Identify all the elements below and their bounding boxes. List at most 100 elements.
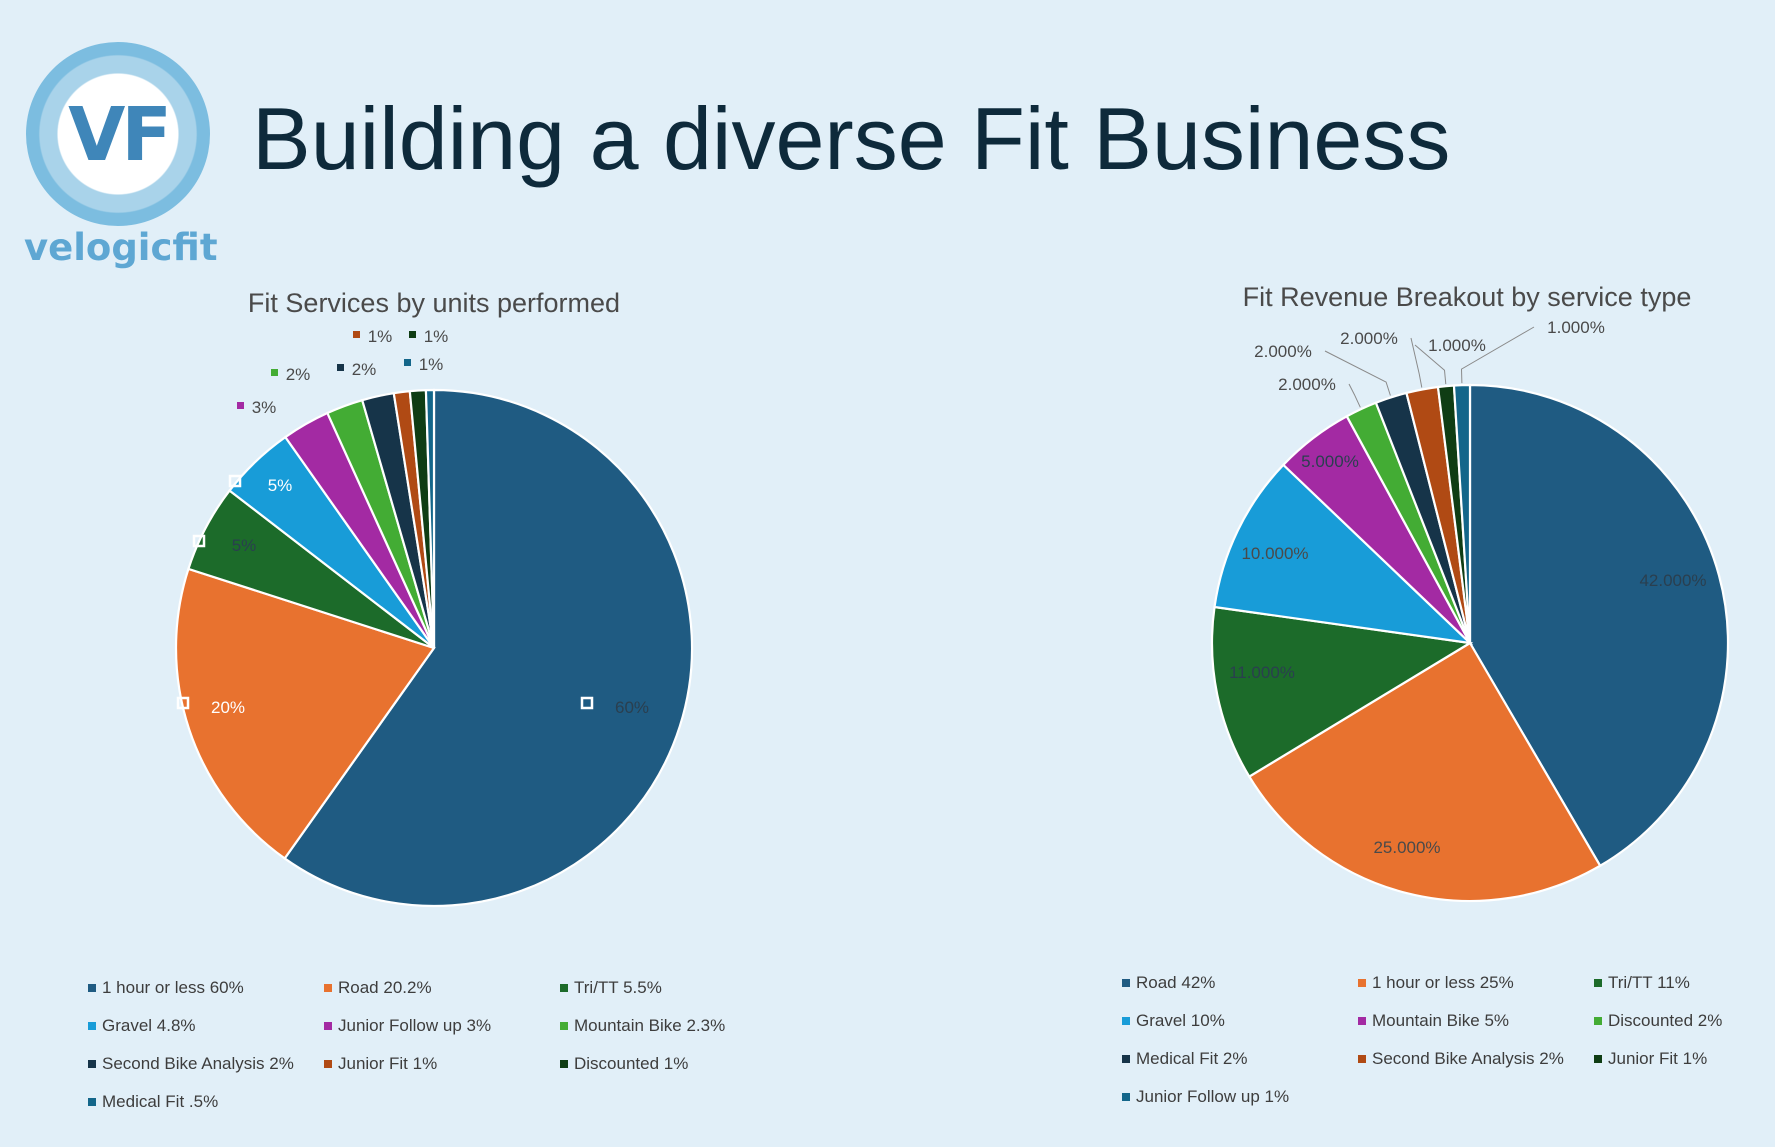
legend-item: Junior Fit 1% — [324, 1052, 560, 1076]
legend-item: Road 20.2% — [324, 976, 560, 1000]
legend-swatch-icon — [1358, 979, 1366, 987]
leader-line — [1348, 383, 1361, 408]
velogicfit-logo: VF velogicfit — [18, 38, 228, 278]
data-label: 2.000% — [1278, 375, 1336, 394]
legend-item: Second Bike Analysis 2% — [1358, 1047, 1594, 1071]
legend-item: Junior Fit 1% — [1594, 1047, 1775, 1071]
leader-line — [1460, 326, 1535, 384]
legend-swatch-icon — [1594, 1055, 1602, 1063]
pie-slice-junior-follow-up — [1452, 383, 1472, 644]
legend-swatch-icon — [88, 1022, 96, 1030]
legend-item: Second Bike Analysis 2% — [88, 1052, 324, 1076]
svg-text:25.000%: 25.000% — [1373, 838, 1440, 857]
data-label: 1% — [404, 355, 443, 374]
legend-swatch-icon — [324, 984, 332, 992]
legend-label: 1 hour or less 25% — [1372, 973, 1514, 992]
legend-item: Road 42% — [1122, 971, 1358, 995]
pie-slice-1-hour-or-less — [1247, 641, 1602, 903]
legend-item: Medical Fit 2% — [1122, 1047, 1358, 1071]
svg-text:2%: 2% — [352, 360, 377, 379]
legend-label: Junior Follow up 3% — [338, 1016, 492, 1035]
legend-swatch-icon — [1594, 979, 1602, 987]
legend-swatch-icon — [1122, 1093, 1130, 1101]
legend-swatch-icon — [1594, 1017, 1602, 1025]
legend-label: Second Bike Analysis 2% — [1372, 1049, 1564, 1068]
data-label: 10.000% — [1241, 544, 1308, 563]
legend-label: Tri/TT 5.5% — [574, 978, 662, 997]
legend-label: Junior Follow up 1% — [1136, 1087, 1290, 1106]
svg-text:2%: 2% — [286, 365, 311, 384]
legend-item: Medical Fit .5% — [88, 1090, 324, 1114]
pie-slice-1-hour-or-less — [283, 388, 694, 908]
legend-item: Discounted 1% — [560, 1052, 796, 1076]
legend-label: Junior Fit 1% — [1608, 1049, 1708, 1068]
pie-slice-road — [174, 567, 436, 860]
label-marker-icon — [409, 331, 416, 338]
legend-label: Gravel 10% — [1136, 1011, 1225, 1030]
svg-text:1%: 1% — [419, 355, 444, 374]
svg-text:2.000%: 2.000% — [1278, 375, 1336, 394]
data-label: 5% — [228, 474, 293, 495]
legend-swatch-icon — [324, 1060, 332, 1068]
svg-text:2.000%: 2.000% — [1340, 329, 1398, 348]
svg-text:60%: 60% — [615, 698, 649, 717]
legend-label: Road 42% — [1136, 973, 1216, 992]
pie-chart-0: Fit Services by units performed60%20%5%5… — [174, 288, 694, 908]
data-label: 1% — [409, 327, 448, 346]
label-marker-icon — [353, 331, 360, 338]
legend-swatch-icon — [1358, 1017, 1366, 1025]
pie-slice-road — [1468, 383, 1730, 868]
svg-text:1.000%: 1.000% — [1428, 336, 1486, 355]
svg-text:11.000%: 11.000% — [1229, 663, 1295, 682]
data-label: 1% — [353, 327, 392, 346]
legend-swatch-icon — [88, 984, 96, 992]
label-marker-icon — [192, 534, 206, 548]
legend-label: Gravel 4.8% — [102, 1016, 196, 1035]
legend-item: Junior Follow up 1% — [1122, 1085, 1358, 1109]
svg-text:5%: 5% — [232, 536, 257, 555]
data-label: 1.000% — [1428, 336, 1486, 355]
svg-text:1%: 1% — [368, 327, 393, 346]
legend-item: Gravel 10% — [1122, 1009, 1358, 1033]
pie-slice-tri-tt — [1210, 605, 1474, 779]
legend-swatch-icon — [560, 1060, 568, 1068]
label-marker-icon — [580, 696, 594, 710]
legend-units: 1 hour or less 60% Road 20.2% Tri/TT 5.5% G… — [88, 976, 796, 1114]
data-label: 2.000% — [1340, 329, 1398, 348]
label-marker-icon — [337, 364, 344, 371]
legend-item: Tri/TT 5.5% — [560, 976, 796, 1000]
svg-text:5%: 5% — [268, 476, 293, 495]
svg-text:2.000%: 2.000% — [1254, 342, 1312, 361]
svg-text:1%: 1% — [424, 327, 449, 346]
svg-text:5.000%: 5.000% — [1301, 452, 1359, 471]
data-label: 60% — [580, 696, 649, 717]
logo-monogram: VF — [68, 92, 172, 178]
label-marker-icon — [228, 474, 242, 488]
legend-item: Discounted 2% — [1594, 1009, 1775, 1033]
legend-item: Gravel 4.8% — [88, 1014, 324, 1038]
logo-wordmark: velogicfit — [24, 226, 218, 269]
logo-circle-icon — [26, 42, 210, 226]
legend-label: 1 hour or less 60% — [102, 978, 244, 997]
legend-item: Junior Follow up 3% — [324, 1014, 560, 1038]
legend-swatch-icon — [560, 1022, 568, 1030]
legend-item: 1 hour or less 60% — [88, 976, 324, 1000]
label-marker-icon — [271, 369, 278, 376]
legend-swatch-icon — [560, 984, 568, 992]
legend-swatch-icon — [1122, 979, 1130, 987]
data-label: 5.000% — [1301, 452, 1359, 471]
legend-swatch-icon — [1122, 1055, 1130, 1063]
legend-revenue: Road 42%1 hour or less 25%Tri/TT 11%Grav… — [1122, 971, 1775, 1109]
svg-text:3%: 3% — [252, 398, 277, 417]
leader-line — [1324, 350, 1391, 396]
leader-line — [1410, 337, 1423, 388]
label-marker-icon — [404, 359, 411, 366]
data-label: 1.000% — [1547, 318, 1605, 337]
legend-item: 1 hour or less 25% — [1358, 971, 1594, 995]
legend-item: Mountain Bike 5% — [1358, 1009, 1594, 1033]
legend-label: Discounted 1% — [574, 1054, 689, 1073]
legend-swatch-icon — [88, 1098, 96, 1106]
legend-label: Discounted 2% — [1608, 1011, 1723, 1030]
page-title: Building a diverse Fit Business — [252, 89, 1451, 188]
